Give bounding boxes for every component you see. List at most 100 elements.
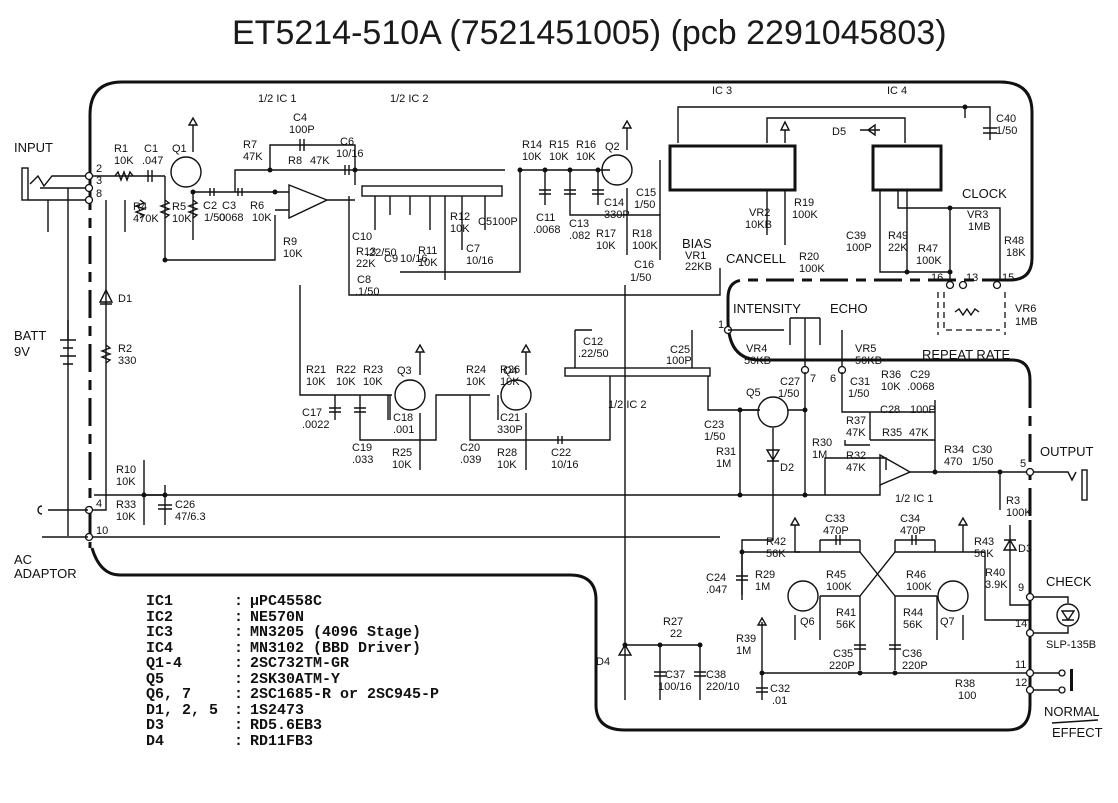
value-C30: 1/50 <box>972 456 993 468</box>
label-C2: C2 <box>203 200 217 212</box>
capacitor-c1-icon <box>147 170 153 182</box>
label-R27: R27 <box>663 616 683 628</box>
part-ref: IC2 <box>146 608 174 626</box>
opamp-ic1b-icon <box>845 440 936 487</box>
part-separator: : <box>234 655 244 672</box>
value-R23: 10K <box>363 376 383 388</box>
value-R25: 10K <box>392 459 412 471</box>
label-C24: C24 <box>706 572 726 584</box>
label-R4: R4 <box>133 201 147 213</box>
terminal-11: 11 <box>1015 659 1026 671</box>
value-R15: 10K <box>549 151 569 163</box>
opamp-ic1a-icon <box>288 183 329 220</box>
label-C40: C40 <box>996 113 1016 125</box>
label-R10: R10 <box>116 464 136 476</box>
terminal-2: 2 <box>96 163 102 175</box>
transistor-q4-icon <box>500 379 532 411</box>
label-R7: R7 <box>243 139 257 151</box>
label-D3: D3 <box>1018 543 1032 555</box>
terminal-10: 10 <box>96 525 108 537</box>
label-C29: C29 <box>910 369 930 381</box>
label-C36: C36 <box>902 648 922 660</box>
vr6-dashed-wiring <box>937 292 1006 335</box>
label-R8: R8 <box>288 155 302 167</box>
value-C19: .033 <box>352 454 373 466</box>
value-C33: 470P <box>823 525 849 537</box>
value-R18: 100K <box>632 240 658 252</box>
terminal-4: 4 <box>96 498 102 510</box>
parts-list-row: IC4:MN3102 (BBD Driver) <box>146 639 439 657</box>
schematic-title: ET5214-510A (7521451005) (pcb 2291045803… <box>232 14 947 52</box>
label-R26-visible: R26 <box>500 364 520 376</box>
footswitch-icon[interactable] <box>1070 669 1073 691</box>
label-Q6: Q6 <box>800 616 815 628</box>
part-ref: Q1-4 <box>146 655 183 672</box>
part-separator: : <box>234 701 244 719</box>
label-R47: R47 <box>918 243 938 255</box>
label-R35: R35 <box>882 427 902 439</box>
value-C13: .082 <box>569 230 590 242</box>
part-number: µPC4558C <box>250 593 323 610</box>
label-C27: C27 <box>780 376 800 388</box>
ac-plug-icon <box>37 505 43 515</box>
value-R32: 47K <box>846 462 866 474</box>
value-R3: 100K <box>1006 507 1032 519</box>
label-VR6: VR6 <box>1015 303 1036 315</box>
value-R22: 10K <box>336 376 356 388</box>
value-R16: 10K <box>576 151 596 163</box>
label-R17: R17 <box>596 228 616 240</box>
part-number: MN3205 (4096 Stage) <box>250 624 422 641</box>
part-ref: IC4 <box>146 639 174 657</box>
label-D1: D1 <box>118 293 132 305</box>
value-C26: 47/6.3 <box>175 511 206 523</box>
part-ref: D4 <box>146 732 165 750</box>
value-R5: 10K <box>172 213 192 225</box>
value-C34: 470P <box>900 525 926 537</box>
value-R6: 10K <box>252 212 272 224</box>
label-R6: R6 <box>250 200 264 212</box>
value-C27: 1/50 <box>778 388 799 400</box>
value-R9: 10K <box>283 248 303 260</box>
label-R1: R1 <box>114 143 128 155</box>
ac-label: AC <box>14 552 32 567</box>
label-C33: C33 <box>825 513 845 525</box>
label-C10: C10 <box>352 231 372 243</box>
batt-voltage: 9V <box>14 344 30 359</box>
part-separator: : <box>234 686 244 703</box>
terminal-1: 1 <box>718 319 724 331</box>
label-C18: C18 <box>393 412 413 424</box>
transistor-q7-icon <box>937 580 969 612</box>
part-number: 2SK30ATM-Y <box>250 670 341 688</box>
value-R43: 56K <box>974 548 994 560</box>
diode-d5-icon <box>860 123 880 137</box>
label-R34: R34 <box>944 444 964 456</box>
value-C32: .01 <box>772 695 787 707</box>
transistor-q2-icon <box>601 154 633 186</box>
label-R5: R5 <box>172 201 186 213</box>
label-Q7: Q7 <box>940 616 955 628</box>
value-C15: 1/50 <box>634 199 655 211</box>
label-C3: C3 <box>222 200 236 212</box>
label-R16: R16 <box>576 139 596 151</box>
value-R20: 100K <box>799 263 825 275</box>
label-R28: R28 <box>497 447 517 459</box>
value-R45: 100K <box>826 581 852 593</box>
repeat-rate-label: REPEAT RATE <box>922 347 1010 362</box>
ic2-chip-mid <box>564 367 711 377</box>
parts-list-row: IC1:µPC4558C <box>146 594 439 610</box>
input-jack <box>21 167 126 536</box>
value-C35: 220P <box>829 660 855 672</box>
label-C7: C7 <box>466 243 480 255</box>
value-R12: 10K <box>450 223 470 235</box>
part-ref: IC3 <box>146 624 174 641</box>
label-R12: R12 <box>450 211 470 223</box>
terminal-16: 16 <box>931 272 943 284</box>
value-R47: 100K <box>916 255 942 267</box>
value-VR2: 10KB <box>745 219 772 231</box>
label-C9: C9 <box>384 253 398 265</box>
value-C22: 10/16 <box>551 459 579 471</box>
label-VR1: VR1 <box>685 250 706 262</box>
value-C18: .001 <box>393 424 414 436</box>
adaptor-label: ADAPTOR <box>14 566 77 581</box>
label-C14: C14 <box>604 197 624 209</box>
